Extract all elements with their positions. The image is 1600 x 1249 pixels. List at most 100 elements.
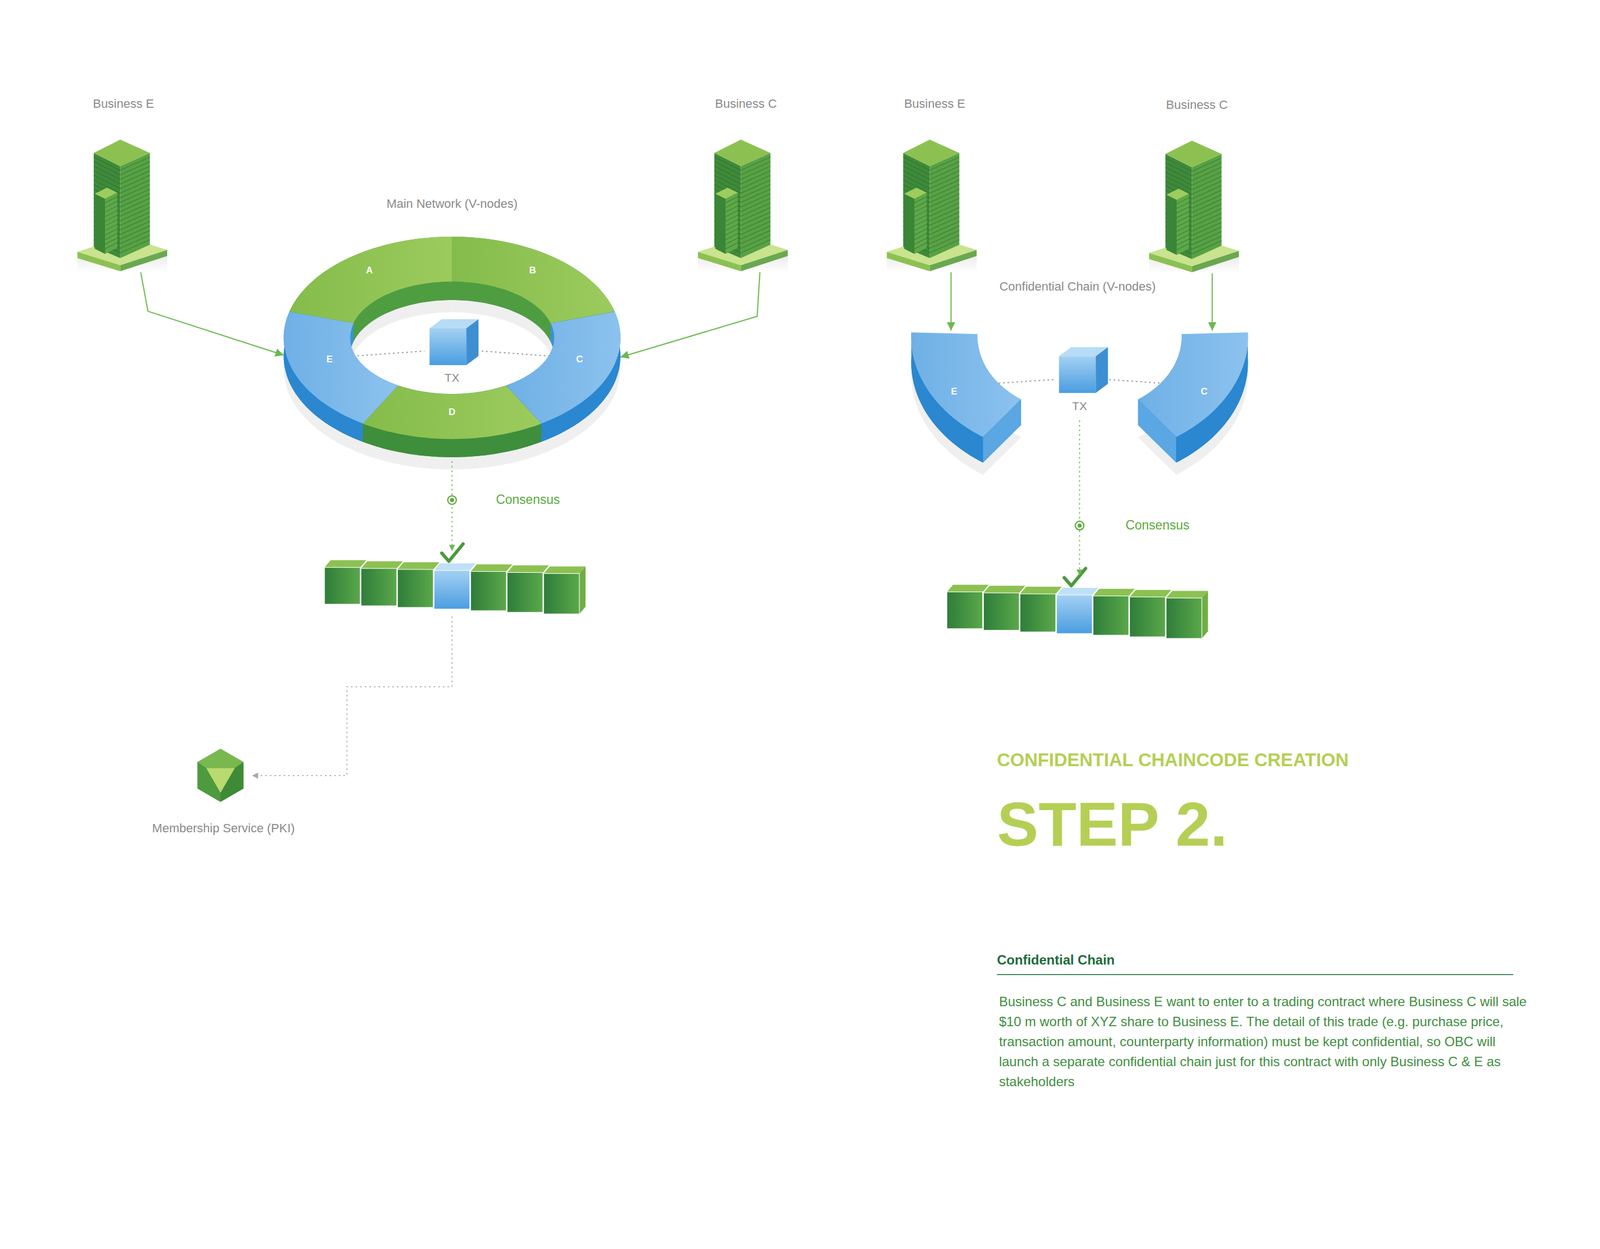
tower-face (914, 192, 927, 254)
node-label: TX (444, 370, 460, 385)
arrow-connector (950, 267, 952, 331)
confidential-chain: ECTXConfidential Chain (V-nodes) (903, 275, 1256, 480)
description-text: Business C and Business E want to enter … (998, 991, 1530, 1092)
consensus-marker-dot (450, 497, 454, 502)
consensus-label: Consensus (1125, 517, 1190, 534)
ring-segment: B (467, 242, 598, 304)
block-top (543, 566, 586, 574)
step-number: STEP 2. (996, 787, 1228, 862)
business-building: Business E (73, 91, 172, 268)
tower-stripe (914, 242, 927, 249)
membership-link (258, 616, 453, 776)
block-front (324, 567, 360, 604)
node-label: B (529, 265, 537, 277)
block-front (1166, 597, 1202, 639)
icon-facet (197, 748, 244, 769)
block-top (507, 565, 549, 573)
tower-face (902, 152, 930, 258)
consensus-marker (1075, 521, 1084, 530)
tower-stripe (1176, 243, 1189, 250)
node-label: C (1200, 386, 1208, 398)
tower-face (1176, 193, 1189, 255)
seg-shape (911, 330, 990, 468)
cube-side (466, 319, 479, 366)
tower-roof (1166, 188, 1189, 200)
tower-face (740, 152, 770, 258)
ring-segment: E (283, 306, 354, 398)
tower-face (1191, 153, 1222, 259)
cube-front (1059, 356, 1097, 393)
tower-face (714, 152, 742, 258)
tower-face (1166, 195, 1177, 255)
chain-segment: E (911, 330, 990, 468)
tower-stripe (725, 242, 738, 249)
node-label: E (326, 353, 333, 365)
segment-top (1138, 332, 1249, 437)
tower-stripe (120, 240, 150, 254)
consensus-marker (447, 495, 457, 504)
tower-stripe (740, 240, 770, 254)
tower-roof (1165, 140, 1222, 168)
tower-face (1165, 153, 1193, 259)
arrow-connector (140, 267, 284, 355)
node-label: Business E (903, 96, 965, 112)
icon-hexagon (197, 748, 244, 803)
dotted-link (990, 379, 1055, 384)
bld-shape (882, 91, 981, 268)
block-front (543, 573, 580, 614)
tower-roof (95, 187, 118, 199)
arrow-connector (1211, 267, 1213, 331)
consensus-arrowhead (1076, 569, 1083, 576)
block-front (1129, 596, 1165, 637)
block-top (1166, 590, 1208, 598)
segment-top (452, 236, 615, 324)
segment-top (911, 332, 1022, 437)
node-label: Business C (715, 96, 777, 112)
block-front (507, 572, 543, 613)
checkmark (1064, 568, 1087, 586)
cube-front (429, 328, 467, 365)
chain-segment: C (1169, 330, 1248, 468)
dotted-link (481, 351, 552, 357)
node-label: Membership Service (PKI) (152, 821, 295, 836)
diagram-title: CONFIDENTIAL CHAINCODE CREATION (996, 749, 1349, 772)
consensus-line (1078, 420, 1080, 571)
tower-face (105, 192, 118, 254)
block-side (1201, 590, 1208, 639)
block-front (1020, 593, 1056, 632)
node-label: Business C (1166, 97, 1228, 113)
block-top (324, 560, 367, 568)
icon-facet (206, 768, 235, 793)
block-front (1093, 596, 1129, 636)
tower-roof (93, 140, 150, 167)
tower-stripe (1191, 240, 1222, 254)
business-building: Business C (693, 91, 792, 268)
segment-top (289, 236, 453, 324)
consensus-label: Consensus (496, 492, 560, 508)
tower-roof (714, 140, 771, 167)
artwork (252, 236, 1514, 975)
node-label: Main Network (V-nodes) (386, 196, 518, 212)
membership-arrowhead (252, 772, 259, 779)
node-label: Business E (92, 96, 154, 112)
ring-segment: A (306, 242, 437, 304)
seg-shape (283, 306, 354, 398)
checkmark (441, 543, 464, 562)
node-label: Confidential Chain (V-nodes) (999, 279, 1156, 294)
tower-stripe (929, 240, 959, 254)
business-building: Business E (882, 91, 981, 268)
block-top (1020, 586, 1062, 594)
node-label: E (951, 386, 958, 398)
bld-shape (73, 91, 172, 268)
bld-shape (693, 91, 792, 268)
tower-stripe (105, 242, 118, 249)
block-front (470, 571, 507, 612)
block-front (433, 570, 470, 609)
block-front (397, 569, 434, 608)
block-top (397, 562, 440, 570)
block-side (579, 566, 586, 614)
block-top (361, 561, 403, 569)
heading-rule (996, 973, 1513, 975)
bld-shape (1145, 91, 1243, 268)
consensus-arrowhead (448, 545, 455, 552)
